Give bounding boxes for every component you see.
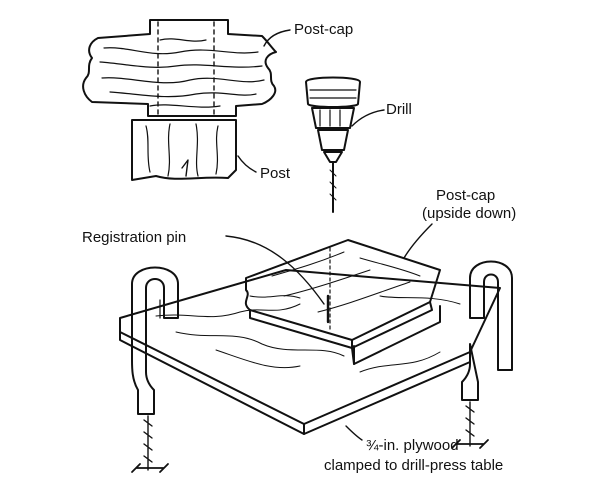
label-plywood-line1: ¾-in. plywood [366, 437, 459, 454]
label-post-cap: Post-cap [294, 21, 353, 38]
post-drawing [131, 119, 237, 181]
drill-drawing [305, 76, 361, 213]
label-drill: Drill [386, 101, 412, 118]
label-flipped-post-cap-line2: (upside down) [422, 205, 516, 222]
right-clamp-drawing [451, 260, 513, 449]
label-plywood-line2: clamped to drill-press table [324, 457, 503, 474]
post-cap-drawing [82, 19, 277, 117]
label-registration-pin: Registration pin [82, 229, 186, 246]
flipped-post-cap-drawing [244, 239, 441, 365]
label-post: Post [260, 165, 291, 182]
label-flipped-post-cap-line1: Post-cap [436, 187, 495, 204]
left-clamp-drawing [131, 266, 179, 473]
leader-lines [225, 29, 433, 441]
